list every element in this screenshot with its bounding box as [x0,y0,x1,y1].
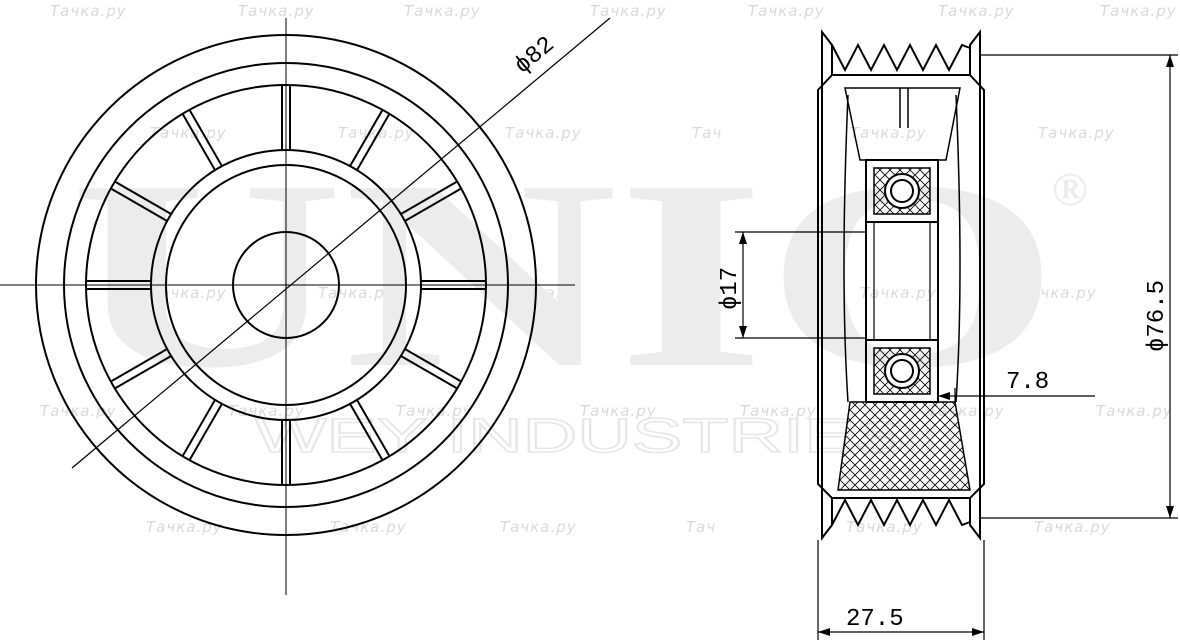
dimension-bore-diameter: ϕ17 [717,267,744,310]
watermark: Тачка.ру [238,2,315,20]
pulley-side-section [817,29,985,541]
watermark: Тачка.ру [938,2,1015,20]
watermark: Тачка.ру [740,402,817,420]
watermark: Тачка.ру [1100,2,1177,20]
spoke-edge [188,403,223,461]
spoke-edge [404,187,462,222]
watermark: Тачка.ру [338,124,415,142]
watermark: Тачка.ру [228,402,305,420]
watermark: Тачка.ру [1038,124,1115,142]
watermark: Тачка.ру [1034,518,1111,536]
dimension-offset: 7.8 [1006,369,1049,396]
brand-sub-watermark: WEY INDUSTRIES [255,410,905,463]
watermark: Тачка.ру [846,518,923,536]
spoke-edge [400,180,458,215]
watermark: Тачка.ру [40,402,117,420]
watermark: Тачка.ру [404,2,481,20]
dimension-arrows [739,55,1174,636]
spoke-edge [400,355,458,390]
dimension-outer-diameter-side: ϕ76.5 [1144,280,1171,352]
watermark: Тач [686,518,717,536]
spoke-edge [114,355,172,390]
spoke-edge [188,109,223,167]
spoke-edge [114,180,172,215]
spoke-edge [356,113,391,171]
pulley-front-view [0,18,575,595]
spoke-edge [349,403,384,461]
spoke-edge [181,113,216,171]
watermark: Тачка.ру [590,2,667,20]
spoke-edge [110,187,168,222]
watermark: Тачка.ру [500,518,577,536]
watermark: Тачка.ру [580,402,657,420]
watermark: Тачка.ру [505,124,582,142]
watermark: Тачка.ру [505,284,582,302]
spoke-edge [110,348,168,383]
watermark: Тачка.ру [860,284,937,302]
spoke-edge [349,109,384,167]
watermark: Тачка.ру [150,124,227,142]
dimension-width: 27.5 [846,606,904,633]
watermark: Тачка.ру [1096,402,1173,420]
watermark: Тачка.ру [748,2,825,20]
spoke-edge [356,399,391,457]
watermark: Тачка.ру [1020,284,1097,302]
watermark: Тачка.ру [850,124,927,142]
dimension-lines-side [735,54,1178,640]
spoke-edge [181,399,216,457]
watermark: Тачка.ру [330,518,407,536]
diameter-leader [71,17,611,469]
watermark: Тач [692,124,723,142]
watermark: Тачка.ру [150,284,227,302]
watermark: Тачка.ру [396,402,473,420]
watermark: Тачка.ру [146,518,223,536]
watermark: Тачка.ру [50,2,127,20]
registered-mark: ® [1052,163,1088,216]
spoke-edge [404,348,462,383]
dimension-outer-diameter-front: ϕ82 [510,32,560,80]
